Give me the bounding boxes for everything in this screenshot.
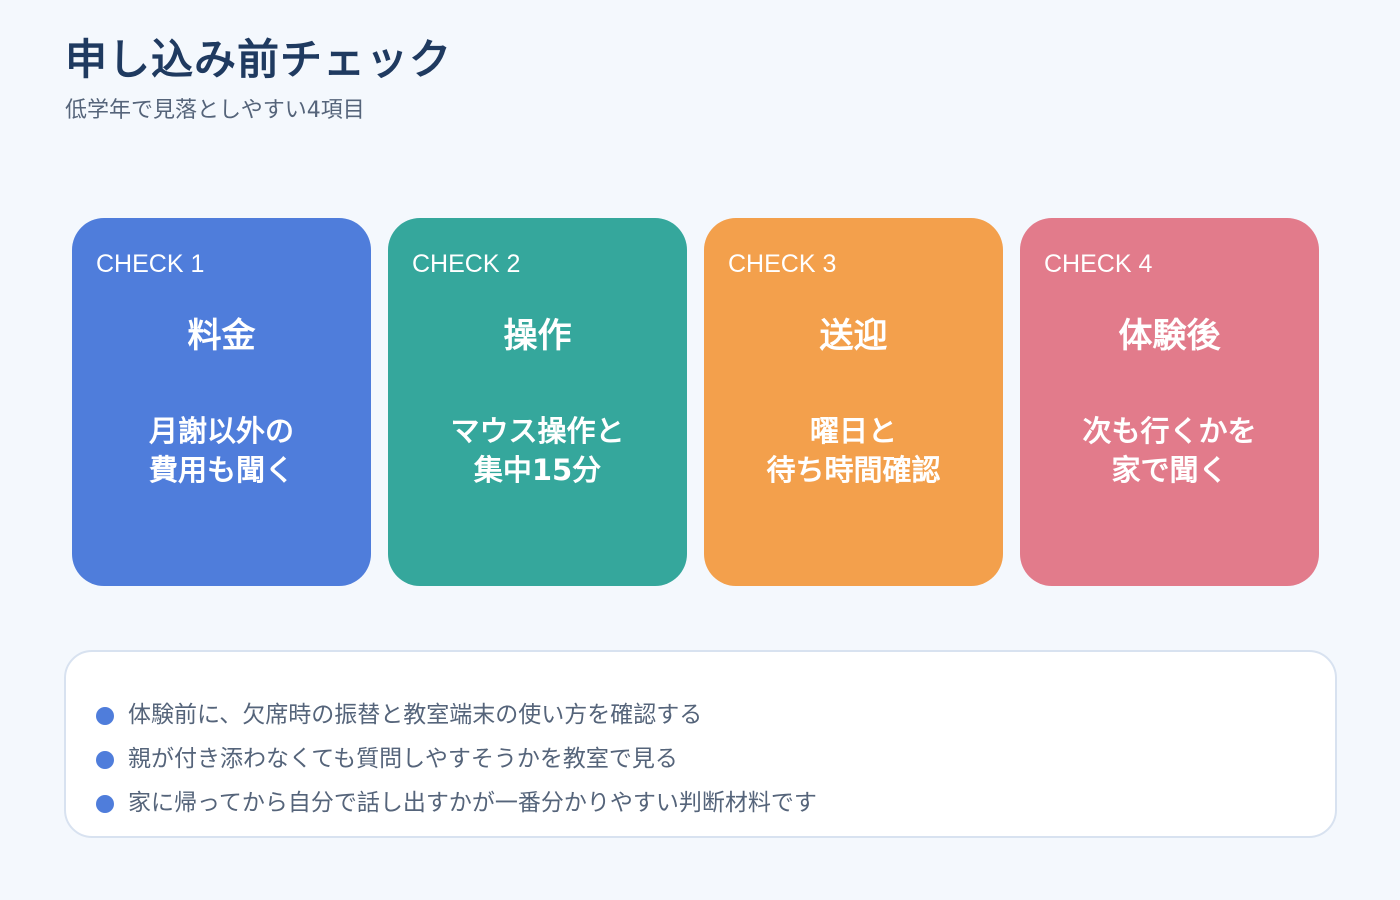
notes-panel: 体験前に、欠席時の振替と教室端末の使い方を確認する 親が付き添わなくても質問しや… [64,650,1337,838]
bullet-dot-icon [96,751,114,769]
check-card-1: CHECK 1 料金 月謝以外の 費用も聞く [72,218,371,586]
page-title: 申し込み前チェック [65,35,453,84]
card-title: 送迎 [819,316,888,356]
card-body-line: 月謝以外の [148,414,294,448]
note-text: 体験前に、欠席時の振替と教室端末の使い方を確認する [128,702,703,728]
card-check-label: CHECK 2 [412,250,521,278]
note-item: 家に帰ってから自分で話し出すかが一番分かりやすい判断材料です [96,778,1335,822]
card-body-line: 費用も聞く [148,453,294,487]
check-cards: CHECK 1 料金 月謝以外の 費用も聞く CHECK 2 操作 マウス操作と… [72,218,1319,586]
bullet-dot-icon [96,795,114,813]
card-body-line: 曜日と [809,414,897,448]
card-check-label: CHECK 4 [1044,250,1153,278]
card-body: 曜日と 待ち時間確認 [704,412,1003,490]
card-title: 操作 [503,316,572,356]
note-text: 家に帰ってから自分で話し出すかが一番分かりやすい判断材料です [128,790,817,816]
card-body-line: 待ち時間確認 [766,453,941,487]
card-title: 料金 [187,316,256,356]
bullet-dot-icon [96,707,114,725]
check-card-3: CHECK 3 送迎 曜日と 待ち時間確認 [704,218,1003,586]
card-body: 月謝以外の 費用も聞く [72,412,371,490]
check-card-2: CHECK 2 操作 マウス操作と 集中15分 [388,218,687,586]
card-check-label: CHECK 3 [728,250,837,278]
check-card-4: CHECK 4 体験後 次も行くかを 家で聞く [1020,218,1319,586]
page-subtitle: 低学年で見落としやすい4項目 [65,98,365,123]
note-text: 親が付き添わなくても質問しやすそうかを教室で見る [128,746,678,772]
card-body: 次も行くかを 家で聞く [1020,412,1319,490]
note-item: 親が付き添わなくても質問しやすそうかを教室で見る [96,734,1335,778]
card-body-line: 集中15分 [473,453,602,487]
note-item: 体験前に、欠席時の振替と教室端末の使い方を確認する [96,690,1335,734]
card-body-line: マウス操作と [450,414,625,448]
card-title: 体験後 [1118,316,1221,356]
card-check-label: CHECK 1 [96,250,205,278]
card-body-line: 家で聞く [1111,453,1228,487]
card-body-line: 次も行くかを [1082,414,1257,448]
card-body: マウス操作と 集中15分 [388,412,687,490]
